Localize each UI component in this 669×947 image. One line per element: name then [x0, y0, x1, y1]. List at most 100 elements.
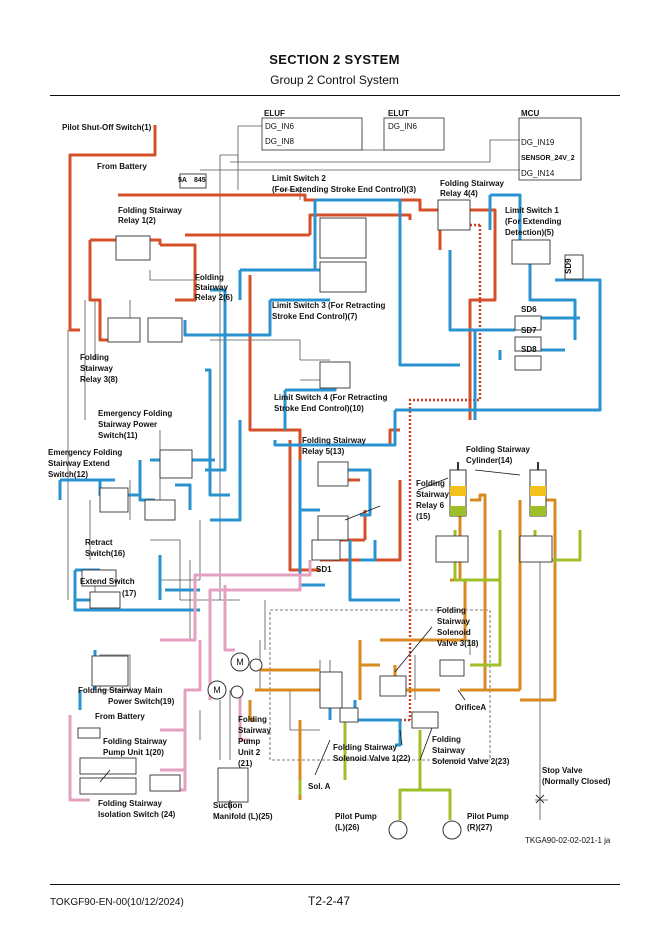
extend-switch-label-line1: Extend Switch [80, 577, 135, 586]
elut-title: ELUT [388, 109, 409, 118]
pump-unit-1-pump-icon [230, 685, 244, 699]
relay-2-label-line2: Stairway [195, 283, 228, 292]
elut-box: ELUT DG_IN6 [383, 109, 445, 151]
relay-4-block [437, 199, 471, 231]
relay-1-block [115, 235, 151, 261]
isolation-switch-c-block [149, 774, 181, 792]
retract-switch-block [81, 569, 117, 587]
cylinders [449, 462, 547, 517]
extend-switch-block [89, 591, 121, 609]
pump-unit-2-label-line1: Folding [238, 715, 267, 724]
pilot-pump-r-icon [442, 820, 462, 840]
labels: Pilot Shut-Off Switch(1) From Battery 5A… [48, 123, 611, 845]
solenoid-3-label-line3: Solenoid [437, 628, 471, 637]
limit-switch-2-label-line1: Limit Switch 2 [272, 174, 326, 183]
eluf-input-2: DG_IN8 [265, 137, 294, 146]
pump-unit-2-motor-icon [230, 652, 250, 672]
leader-lines [99, 469, 521, 810]
sol-a-label: Sol. A [308, 782, 331, 791]
stop-valve-icon [535, 794, 545, 804]
limit-switch-1-label-line3: Detection)(5) [505, 228, 554, 237]
fuse-rating: 5A [178, 177, 187, 184]
eluf-title: ELUF [264, 109, 285, 118]
limit-switch-4-label-line2: Stroke End Control)(10) [274, 404, 364, 413]
relay-6-label-line3: Relay 6 [416, 501, 445, 510]
ground-lines [68, 560, 312, 802]
solenoid-2-label-line2: Stairway [432, 746, 465, 755]
sd8-block [514, 355, 542, 371]
relay-3-label-line3: Relay 3(8) [80, 375, 118, 384]
sd6-block [514, 315, 542, 331]
solenoid-2-label-line3: Solenoid Valve 2(23) [432, 757, 510, 766]
relay-5-label-line1: Folding Stairway [302, 436, 367, 445]
sd9-block [564, 254, 584, 280]
relay-6-block [317, 515, 349, 541]
check-valve-block [339, 707, 359, 723]
cylinder-right-base [530, 506, 546, 516]
pilot-pump-r-label-line2: (R)(27) [467, 823, 493, 832]
pilot-pump-l-label-line2: (L)(26) [335, 823, 360, 832]
sd1-block [311, 539, 341, 561]
limit-switch-2-label-line2: (For Extending Stroke End Control)(3) [272, 185, 416, 194]
svg-text:M: M [213, 685, 221, 695]
doc-code: TOKGF90-EN-00(10/12/2024) [50, 897, 184, 908]
emergency-power-label-line3: Switch(11) [98, 431, 138, 440]
components [77, 173, 584, 803]
limit-switch-3-label-line1: Limit Switch 3 (For Retracting [272, 301, 385, 310]
stop-valve-label-line1: Stop Valve [542, 766, 583, 775]
isolation-switch-a-block [79, 757, 137, 775]
pilot-pump-l-label-line1: Pilot Pump [335, 812, 377, 821]
main-power-label-line2: Power Switch(19) [108, 697, 175, 706]
orifice-a-block [439, 659, 465, 677]
pump-unit-2-label-line2: Stairway [238, 726, 271, 735]
emergency-extend-label-line3: Switch(12) [48, 470, 88, 479]
hydraulic-lines [248, 493, 557, 800]
pump-unit-1-label-line2: Pump Unit 1(20) [103, 748, 164, 757]
cylinder-valve-right-block [519, 535, 553, 563]
limit-switch-3-block [319, 261, 367, 293]
mcu-box: MCU DG_IN19 SENSOR_24V_2 DG_IN14 [518, 109, 582, 181]
pump-letters: M M [213, 657, 244, 695]
pump-unit-2-label-line4: Unit 2 [238, 748, 261, 757]
relay-2-label-line3: Relay 2(6) [195, 293, 233, 302]
elut-input-1: DG_IN6 [388, 122, 417, 131]
fuse-block [179, 173, 207, 189]
limit-switch-1-block [511, 239, 551, 265]
relay-5-block [317, 461, 349, 487]
solenoid-3-label-line4: Valve 3(18) [437, 639, 479, 648]
page-number: T2-2-47 [308, 894, 351, 908]
relay-3-label-line1: Folding [80, 353, 109, 362]
pump-unit-2-label-line3: Pump [238, 737, 260, 746]
relay-2-label-line1: Folding [195, 273, 224, 282]
relay-2-block [147, 317, 183, 343]
sd8-label: SD8 [521, 345, 537, 354]
emergency-power-label-line2: Stairway Power [98, 420, 157, 429]
sd6-label: SD6 [521, 305, 537, 314]
emergency-extend-label-line1: Emergency Folding [48, 448, 122, 457]
isolation-switch-label-line2: Isolation Switch (24) [98, 810, 176, 819]
relay-6-label-line2: Stairway [416, 490, 449, 499]
pump-unit-2-label-line5: (21) [238, 759, 253, 768]
retract-switch-label-line2: Switch(16) [85, 549, 125, 558]
solenoid-3-label-line1: Folding [437, 606, 466, 615]
cylinder-right-rod [530, 486, 546, 496]
sd7-label: SD7 [521, 326, 537, 335]
pilot-pump-l-icon [388, 820, 408, 840]
svg-text:M: M [236, 657, 244, 667]
mcu-input-3: DG_IN14 [521, 169, 555, 178]
emergency-power-switch-block [159, 449, 193, 479]
cylinder-label-line1: Folding Stairway [466, 445, 531, 454]
relay-6-label-line1: Folding [416, 479, 445, 488]
pump-unit-1-label-line1: Folding Stairway [103, 737, 168, 746]
relay-1-label-line1: Folding Stairway [118, 206, 183, 215]
stop-valve-label-line2: (Normally Closed) [542, 777, 611, 786]
footer-rule [50, 884, 620, 885]
group-title: Group 2 Control System [270, 73, 399, 87]
header-rule [50, 95, 620, 96]
orifice-label: OrificeA [455, 703, 486, 712]
solenoid-valve-3-block [379, 675, 407, 697]
limit-switch-2-block [319, 217, 367, 259]
suction-manifold-label-line2: Manifold (L)(25) [213, 812, 273, 821]
solenoid-1-label-line1: Folding Stairway [333, 743, 398, 752]
